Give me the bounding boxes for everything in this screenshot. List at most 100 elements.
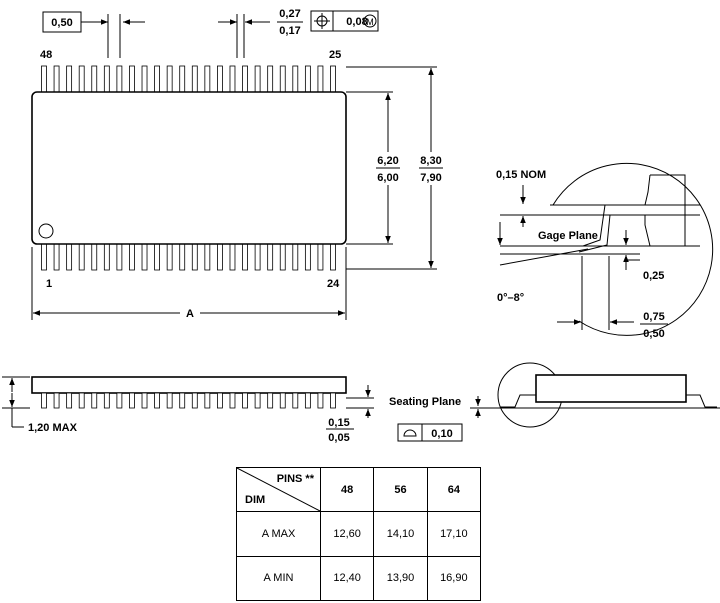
- lead: [116, 392, 123, 409]
- lead: [217, 65, 223, 95]
- standoff-max: 0,15: [328, 417, 349, 429]
- mmc-icon: [363, 14, 377, 28]
- pins-header: PINS **: [276, 473, 314, 485]
- overall-width-max: 8,30: [420, 155, 441, 167]
- lead: [279, 65, 286, 95]
- lead: [317, 241, 324, 271]
- lead: [267, 241, 274, 271]
- standoff-min: 0,05: [328, 432, 349, 444]
- lead: [242, 392, 248, 409]
- lead: [191, 392, 198, 409]
- lead: [179, 392, 186, 409]
- lead: [267, 392, 274, 409]
- lead: [116, 65, 123, 95]
- table-cell: 13,90: [373, 555, 428, 601]
- lead: [191, 65, 198, 95]
- top-leads-lower: [41, 241, 336, 271]
- lead: [229, 241, 236, 271]
- lead: [91, 392, 98, 409]
- lead: [78, 241, 85, 271]
- top-view: 0,50 0,27 0,17 0,08 M 48 25 1 24: [31, 8, 443, 320]
- lead: [191, 241, 198, 271]
- lead: [229, 392, 236, 409]
- lead: [292, 241, 299, 271]
- lead: [53, 241, 60, 271]
- body-width-min: 6,00: [377, 172, 398, 184]
- row-label: A MAX: [236, 511, 321, 557]
- lead: [242, 241, 248, 271]
- top-leads-upper: [41, 65, 336, 95]
- table-cell: 17,10: [426, 511, 482, 557]
- lead: [154, 65, 160, 95]
- gage-value: 0,25: [643, 270, 664, 282]
- pin-24-label: 24: [327, 278, 340, 290]
- lead: [254, 392, 261, 409]
- lead: [129, 65, 135, 95]
- corner-diagonal: [237, 468, 320, 511]
- lead: [41, 392, 47, 409]
- lead: [66, 65, 73, 95]
- lead: [166, 65, 173, 95]
- lead: [179, 65, 186, 95]
- lead: [330, 392, 336, 409]
- lead: [254, 65, 261, 95]
- column-header: 64: [426, 467, 482, 512]
- column-header: 56: [373, 467, 428, 512]
- row-label: A MIN: [236, 555, 321, 601]
- lead: [129, 241, 135, 271]
- table-row: A MAX 12,60 14,10 17,10: [236, 511, 482, 557]
- lead: [242, 65, 248, 95]
- dimension-table: PINS ** DIM 48 56 64 A MAX 12,60 14,10 1…: [236, 467, 482, 601]
- mmc-letter: M: [366, 17, 374, 27]
- lead: [141, 241, 148, 271]
- lead: [279, 241, 286, 271]
- length-a-label: A: [186, 308, 194, 320]
- lead: [41, 65, 47, 95]
- foot-length-min: 0,50: [643, 328, 664, 340]
- lead: [41, 241, 47, 271]
- lead: [78, 392, 85, 409]
- nom-thickness: 0,15 NOM: [496, 169, 546, 181]
- column-header: 48: [319, 467, 375, 512]
- coplanarity-value: 0,10: [431, 428, 452, 440]
- lead: [141, 65, 148, 95]
- lead: [330, 65, 336, 95]
- position-icon: [314, 13, 330, 29]
- table-cell: 12,40: [319, 555, 375, 601]
- lead: [166, 392, 173, 409]
- package-body: [31, 91, 347, 245]
- lead: [78, 65, 85, 95]
- pin-1-label: 1: [46, 278, 52, 290]
- table-corner-cell: PINS ** DIM: [236, 467, 321, 512]
- pin-1-indicator: [38, 223, 54, 239]
- side-leads: [41, 392, 336, 409]
- lead: [229, 65, 236, 95]
- pitch-value: 0,50: [51, 17, 72, 29]
- lead: [317, 392, 324, 409]
- gage-plane-label: Gage Plane: [538, 230, 598, 242]
- table-cell: 16,90: [426, 555, 482, 601]
- table-cell: 12,60: [319, 511, 375, 557]
- lead: [53, 65, 60, 95]
- lead: [317, 65, 324, 95]
- lead: [204, 392, 211, 409]
- side-small-body: [535, 374, 687, 403]
- pin-48-label: 48: [40, 49, 52, 61]
- tolerance-frame: [310, 10, 379, 32]
- overall-width-min: 7,90: [420, 172, 441, 184]
- lead: [279, 392, 286, 409]
- lead: [217, 241, 223, 271]
- dim-header: DIM: [245, 494, 266, 506]
- lead-width-min: 0,17: [279, 25, 300, 37]
- lead: [179, 241, 186, 271]
- lead: [217, 392, 223, 409]
- lead: [304, 65, 311, 95]
- detail-magnifier: [552, 162, 714, 336]
- lead-width-max: 0,27: [279, 8, 300, 20]
- lead-angle: 0°–8°: [497, 292, 524, 304]
- lead: [154, 241, 160, 271]
- lead: [53, 392, 60, 409]
- max-height: 1,20 MAX: [28, 422, 78, 434]
- lead: [141, 392, 148, 409]
